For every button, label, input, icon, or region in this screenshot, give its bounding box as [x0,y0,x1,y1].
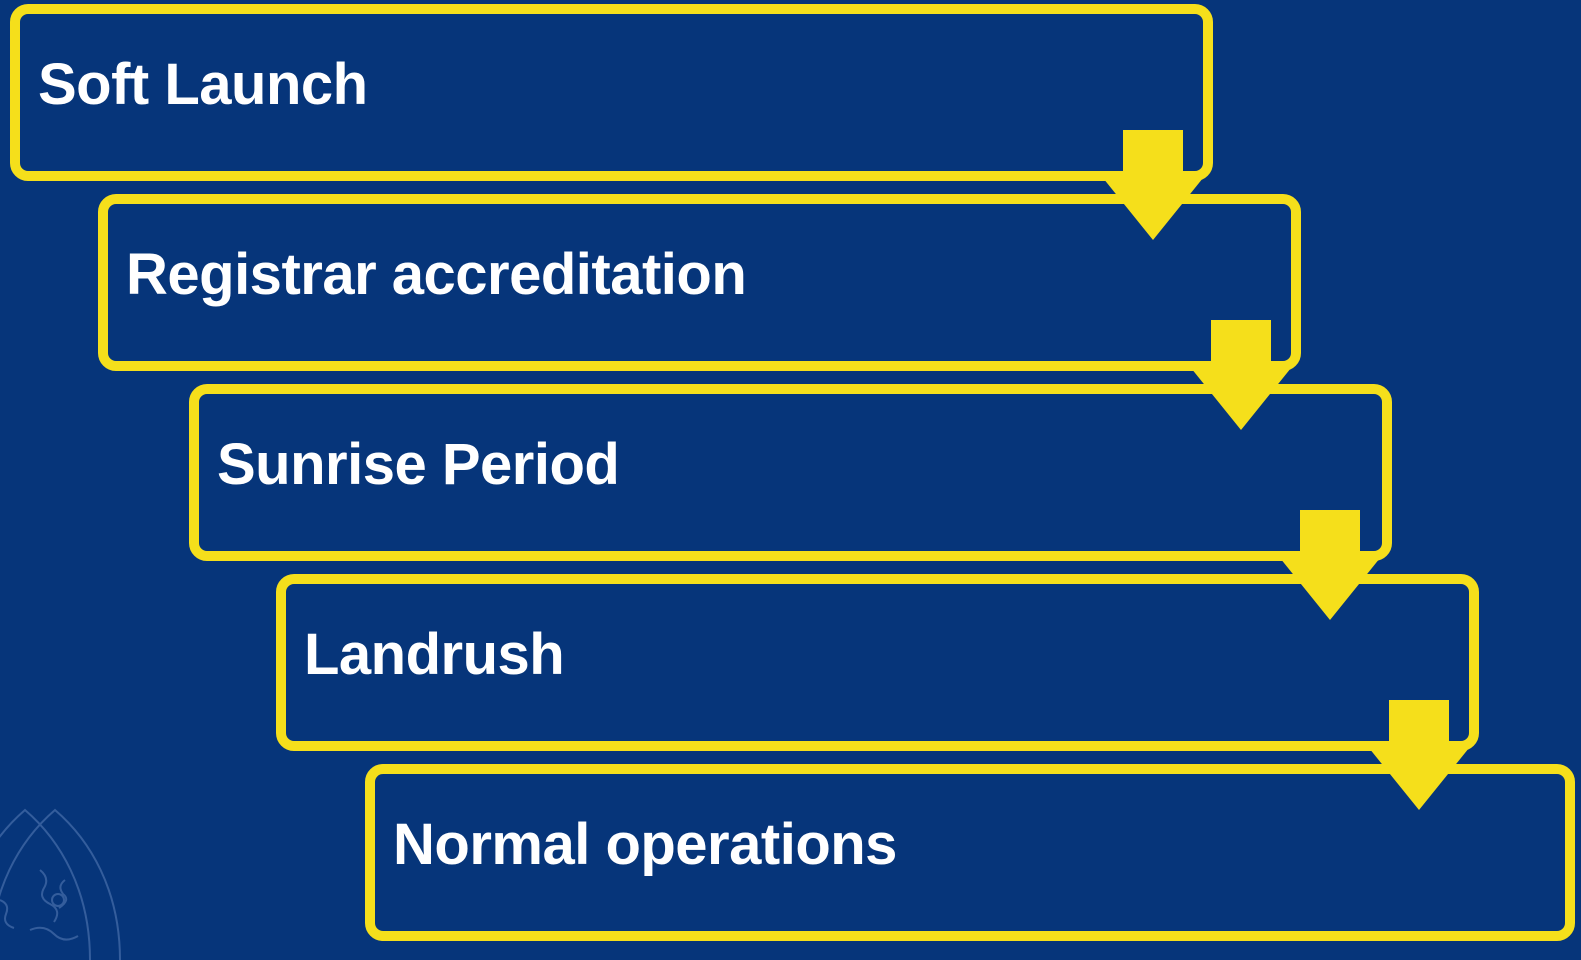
down-arrow-icon [1103,130,1203,240]
step-label: Normal operations [393,812,897,877]
step-normal-operations: Normal operations [365,764,1575,941]
globe-emblem-icon [0,808,121,960]
step-landrush: Landrush [276,574,1479,751]
step-soft-launch: Soft Launch [10,4,1213,181]
step-label: Landrush [304,622,565,687]
down-arrow-icon [1280,510,1380,620]
step-label: Soft Launch [38,52,368,117]
step-label: Sunrise Period [217,432,620,497]
step-sunrise-period: Sunrise Period [189,384,1392,561]
down-arrow-icon [1191,320,1291,430]
step-label: Registrar accreditation [126,242,747,307]
step-registrar-accreditation: Registrar accreditation [98,194,1301,371]
down-arrow-icon [1369,700,1469,810]
